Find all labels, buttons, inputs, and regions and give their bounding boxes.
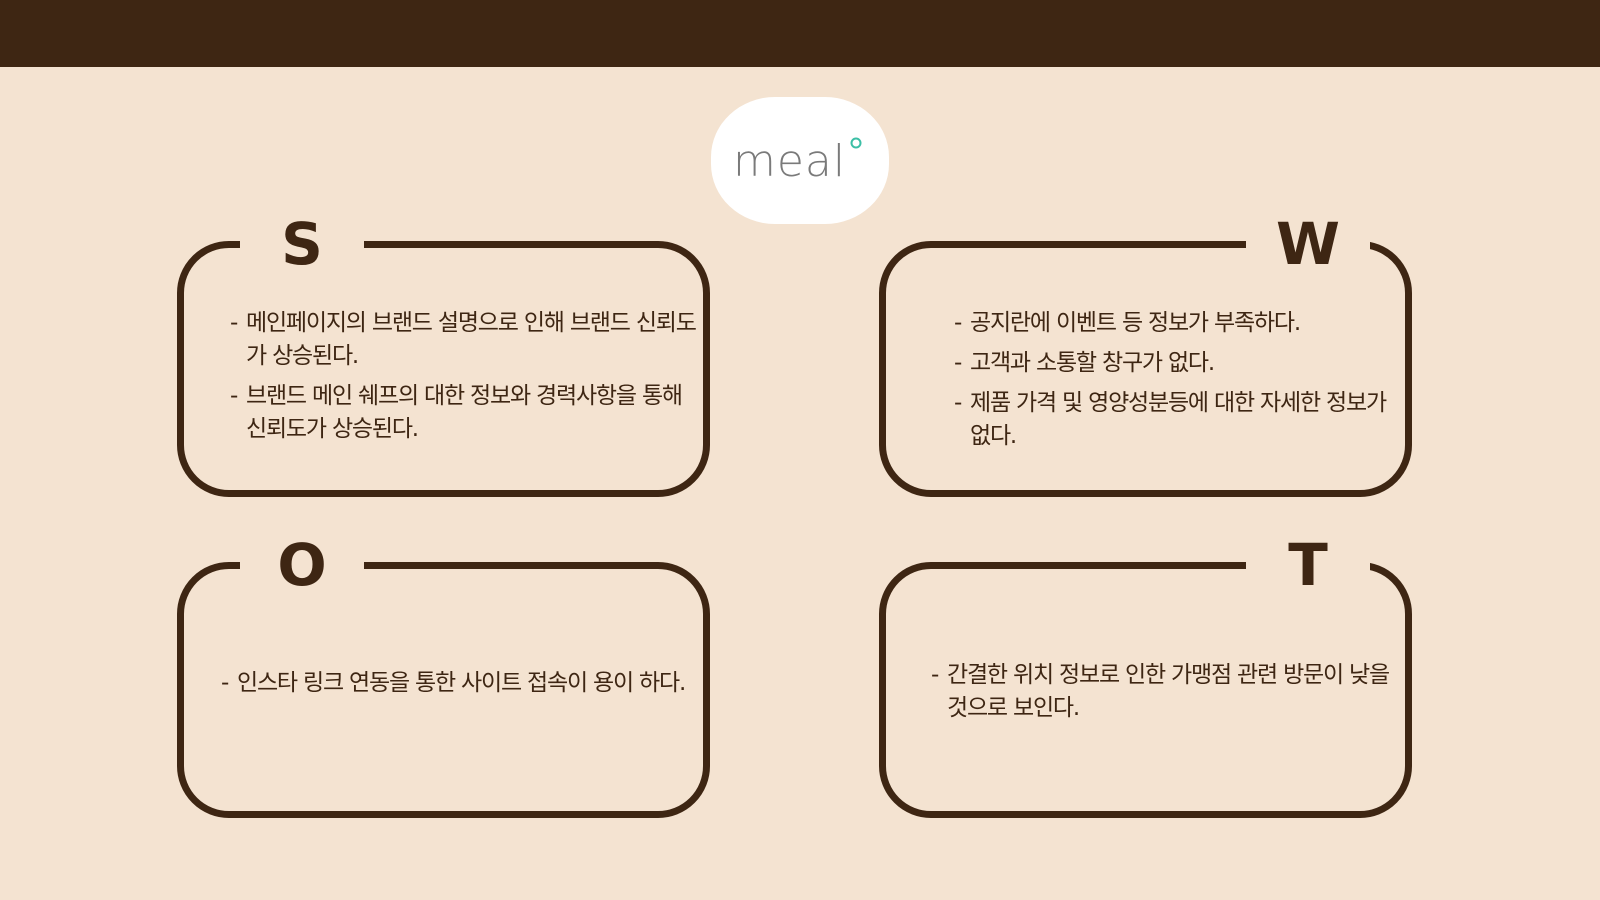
list-item: 고객과 소통할 창구가 없다.: [954, 347, 1394, 380]
meal-logo-icon: meal: [733, 136, 862, 187]
logo-dot-icon: [850, 137, 862, 149]
list-item: 간결한 위치 정보로 인한 가맹점 관련 방문이 낮을 것으로 보인다.: [931, 659, 1401, 725]
opportunities-list: 인스타 링크 연동을 통한 사이트 접속이 용이 하다.: [221, 667, 691, 707]
opportunities-letter: O: [240, 535, 364, 595]
threats-card: T 간결한 위치 정보로 인한 가맹점 관련 방문이 낮을 것으로 보인다.: [879, 535, 1412, 818]
top-bar: [0, 0, 1600, 67]
strengths-list: 메인페이지의 브랜드 설명으로 인해 브랜드 신뢰도가 상승된다. 브랜드 메인…: [230, 307, 700, 453]
list-item: 인스타 링크 연동을 통한 사이트 접속이 용이 하다.: [221, 667, 691, 700]
weaknesses-list: 공지란에 이벤트 등 정보가 부족하다. 고객과 소통할 창구가 없다. 제품 …: [954, 307, 1394, 460]
list-item: 메인페이지의 브랜드 설명으로 인해 브랜드 신뢰도가 상승된다.: [230, 307, 700, 373]
brand-logo: meal: [711, 97, 889, 224]
threats-letter: T: [1246, 535, 1370, 595]
strengths-letter: S: [240, 214, 364, 274]
list-item: 제품 가격 및 영양성분등에 대한 자세한 정보가 없다.: [954, 387, 1394, 453]
opportunities-card: O 인스타 링크 연동을 통한 사이트 접속이 용이 하다.: [177, 535, 710, 818]
list-item: 공지란에 이벤트 등 정보가 부족하다.: [954, 307, 1394, 340]
logo-wordmark: meal: [733, 136, 846, 187]
threats-list: 간결한 위치 정보로 인한 가맹점 관련 방문이 낮을 것으로 보인다.: [931, 659, 1401, 732]
strengths-card: S 메인페이지의 브랜드 설명으로 인해 브랜드 신뢰도가 상승된다. 브랜드 …: [177, 214, 710, 497]
weaknesses-card: W 공지란에 이벤트 등 정보가 부족하다. 고객과 소통할 창구가 없다. 제…: [879, 214, 1412, 497]
weaknesses-letter: W: [1246, 214, 1370, 274]
list-item: 브랜드 메인 쉐프의 대한 정보와 경력사항을 통해 신뢰도가 상승된다.: [230, 380, 700, 446]
